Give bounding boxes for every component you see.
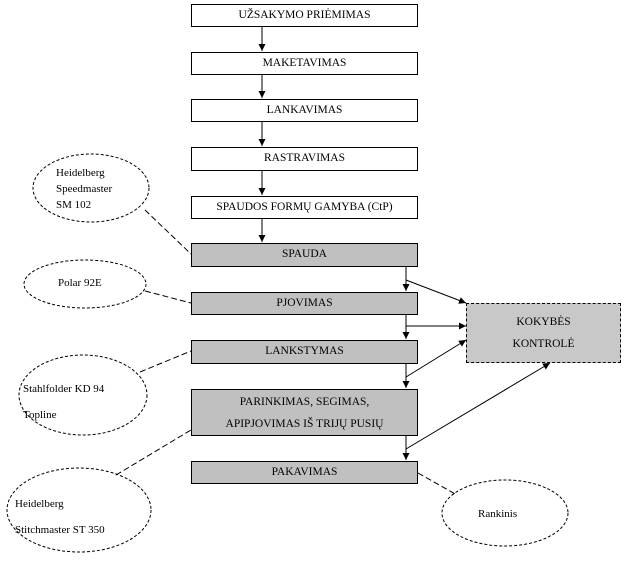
note-stitchmaster-2: Stitchmaster ST 350 [15,524,105,536]
quality-control-box: KOKYBĖS KONTROLĖ [466,303,621,363]
step-spauda: SPAUDA [191,243,418,267]
note-stahlfolder: Stahlfolder KD 94 Topline [23,376,104,428]
qc-arrow-spauda [405,279,467,304]
step-pjovimas: PJOVIMAS [191,292,418,315]
step-uzsakymo-priemimas: UŽSAKYMO PRIĖMIMAS [191,4,418,27]
speedmaster-ellipse [32,153,150,223]
step-lankavimas: LANKAVIMAS [191,99,418,122]
step-parinkimas: PARINKIMAS, SEGIMAS, APIPJOVIMAS IŠ TRIJ… [191,389,418,436]
leader-stahlfolder [139,350,192,373]
leader-stitchmaster [115,429,192,476]
note-stitchmaster-1: Heidelberg [15,498,64,510]
note-speedmaster: Heidelberg Speedmaster SM 102 [56,166,112,214]
rankinis-ellipse [441,479,569,547]
step-ctp: SPAUDOS FORMŲ GAMYBA (CtP) [191,196,418,219]
note-speedmaster-1: Heidelberg [56,167,105,179]
stahlfolder-ellipse [18,354,148,436]
note-rankinis: Rankinis [478,508,518,520]
step-maketavimas: MAKETAVIMAS [191,52,418,75]
step-pakavimas: PAKAVIMAS [191,461,418,484]
polar-ellipse [23,259,147,309]
leader-rankinis [417,472,458,496]
note-polar: Polar 92E [58,277,102,289]
quality-line1: KOKYBĖS [516,316,571,328]
qc-arrow-parinkimas [405,362,551,450]
step-parinkimas-line2: APIPJOVIMAS IŠ TRIJŲ PUSIŲ [225,417,384,430]
step-rastravimas: RASTRAVIMAS [191,147,418,171]
step-lankstymas: LANKSTYMAS [191,340,418,364]
leader-polar [144,290,192,304]
note-speedmaster-2: Speedmaster [56,182,113,195]
note-stahlfolder-2: Topline [23,409,57,421]
stitchmaster-ellipse [6,467,152,553]
note-speedmaster-3: SM 102 [56,198,92,211]
note-stahlfolder-1: Stahlfolder KD 94 [23,383,105,395]
quality-line2: KONTROLĖ [512,338,575,350]
note-stitchmaster: Heidelberg Stitchmaster ST 350 [15,491,105,543]
step-parinkimas-line1: PARINKIMAS, SEGIMAS, [239,395,370,408]
leader-speedmaster [144,209,192,255]
qc-arrow-lankstymas [405,339,467,378]
